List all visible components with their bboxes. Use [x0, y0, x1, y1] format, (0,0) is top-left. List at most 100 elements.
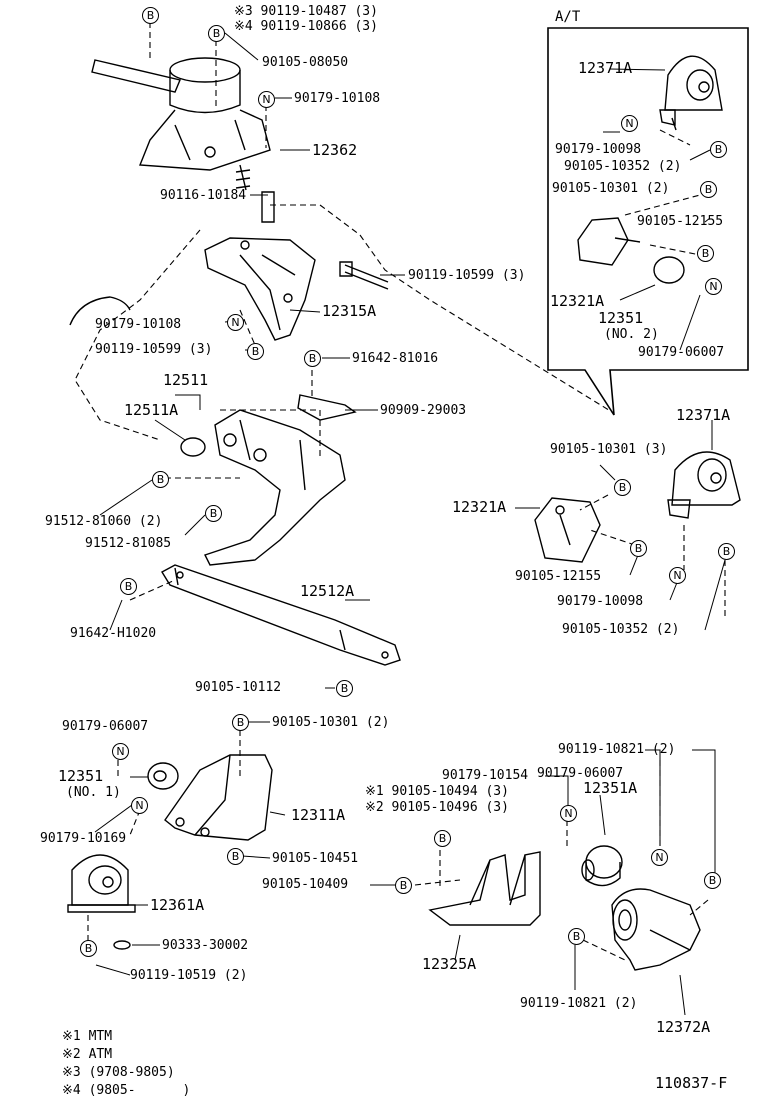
part-label: 90119-10599 (3): [408, 268, 526, 283]
legend-text: (9708-9805): [88, 1065, 175, 1080]
part-12372a: [611, 888, 701, 971]
bolt-callout: B: [568, 928, 585, 945]
part-label: 12511: [163, 371, 209, 389]
part-label: 90179-10098: [555, 142, 642, 157]
part-label: 90105-08050: [262, 55, 349, 70]
part-label: 90119-10599 (3): [95, 342, 213, 357]
legend-row: ※4 (9805- ): [62, 1084, 190, 1098]
engine-outline: [69, 296, 131, 326]
part-label: ※3 90119-10487 (3): [234, 4, 378, 19]
bolt-callout: B: [336, 680, 353, 697]
bolt-callout: B: [630, 540, 647, 557]
part-label: 90179-10169: [40, 831, 127, 846]
part-label: 12372A: [656, 1018, 711, 1036]
legend-mark: ※2: [62, 1047, 81, 1062]
part-label: 12311A: [291, 806, 346, 824]
part-12321a-inset: [577, 217, 685, 284]
part-label: 90333-30002: [162, 938, 249, 953]
part-label: 90119-10821 (2): [558, 742, 676, 757]
at-section-label: A/T: [555, 9, 581, 25]
part-12351a: [581, 845, 623, 887]
legend-row: ※2 ATM: [62, 1048, 112, 1062]
legend-mark: ※4: [62, 1083, 81, 1098]
part-label: ※1 90105-10494 (3): [365, 784, 509, 799]
part-label: 12361A: [150, 896, 205, 914]
part-12371a: [667, 451, 741, 519]
part-label: (NO. 1): [66, 785, 121, 800]
part-label: 90179-06007: [62, 719, 149, 734]
part-12321a: [534, 497, 601, 563]
legend-row: ※1 MTM: [62, 1030, 112, 1044]
part-label: 91512-81085: [85, 536, 172, 551]
legend-text: MTM: [88, 1029, 113, 1044]
nut-callout: N: [560, 805, 577, 822]
part-label: ※2 90105-10496 (3): [365, 800, 509, 815]
legend-text: ATM: [88, 1047, 113, 1062]
bolt-callout: B: [614, 479, 631, 496]
part-label: 91512-81060 (2): [45, 514, 163, 529]
part-12351-no1: [147, 762, 179, 790]
part-label: 90105-10301 (3): [550, 442, 668, 457]
legend-row: ※3 (9708-9805): [62, 1066, 175, 1080]
part-12315a: [204, 191, 389, 341]
part-label: 12351: [598, 309, 644, 327]
part-label: 12371A: [676, 406, 731, 424]
part-label: 12351A: [583, 779, 638, 797]
bolt-callout: B: [710, 141, 727, 158]
bolt-callout: B: [704, 872, 721, 889]
bolt-callout: B: [395, 877, 412, 894]
bolt-callout: B: [304, 350, 321, 367]
bolt-callout: B: [152, 471, 169, 488]
part-label: 90105-10451: [272, 851, 359, 866]
nut-callout: N: [112, 743, 129, 760]
part-12362: [91, 57, 271, 191]
part-label: 91642-H1020: [70, 626, 157, 641]
part-label: 90179-10108: [95, 317, 182, 332]
at-inset-frame: [547, 27, 749, 416]
part-label: 90105-10112: [195, 680, 282, 695]
part-label: ※4 90119-10866 (3): [234, 19, 378, 34]
nut-callout: N: [227, 314, 244, 331]
nut-callout: N: [131, 797, 148, 814]
nut-callout: N: [669, 567, 686, 584]
part-label: 90105-10409: [262, 877, 349, 892]
part-label: (NO. 2): [604, 327, 659, 342]
bolt-callout: B: [434, 830, 451, 847]
bolt-callout: B: [697, 245, 714, 262]
nut-callout: N: [651, 849, 668, 866]
part-12311a: [164, 754, 273, 841]
part-label: 12362: [312, 141, 358, 159]
part-12325a: [428, 851, 541, 926]
part-label: 12325A: [422, 955, 477, 973]
part-label: 12351: [58, 767, 104, 785]
part-label: 91642-81016: [352, 351, 439, 366]
part-label: 90105-10301 (2): [552, 181, 670, 196]
part-label: 90105-10352 (2): [564, 159, 682, 174]
figure-id: 110837-F: [655, 1074, 728, 1092]
part-label: 12511A: [124, 401, 179, 419]
part-label: 90119-10821 (2): [520, 996, 638, 1011]
bolt-callout: B: [205, 505, 222, 522]
part-label: 90179-06007: [638, 345, 725, 360]
bolt-callout: B: [80, 940, 97, 957]
part-12512a: [161, 564, 401, 666]
part-label: 90909-29003: [380, 403, 467, 418]
part-label: 90179-10108: [294, 91, 381, 106]
legend-text: (9805- ): [88, 1083, 191, 1098]
nut-callout: N: [258, 91, 275, 108]
bolt-callout: B: [700, 181, 717, 198]
bolt-callout: B: [227, 848, 244, 865]
bolt-callout: B: [718, 543, 735, 560]
part-label: 12371A: [578, 59, 633, 77]
part-label: 90179-06007: [537, 766, 624, 781]
part-label: 12315A: [322, 302, 377, 320]
part-label: 12512A: [300, 582, 355, 600]
part-label: 90179-10154: [442, 768, 529, 783]
part-12361a: [67, 854, 136, 950]
bolt-callout: B: [247, 343, 264, 360]
part-12371a-inset: [659, 55, 723, 131]
part-label: 90105-10301 (2): [272, 715, 390, 730]
legend-mark: ※3: [62, 1065, 81, 1080]
part-label: 90105-12155: [515, 569, 602, 584]
